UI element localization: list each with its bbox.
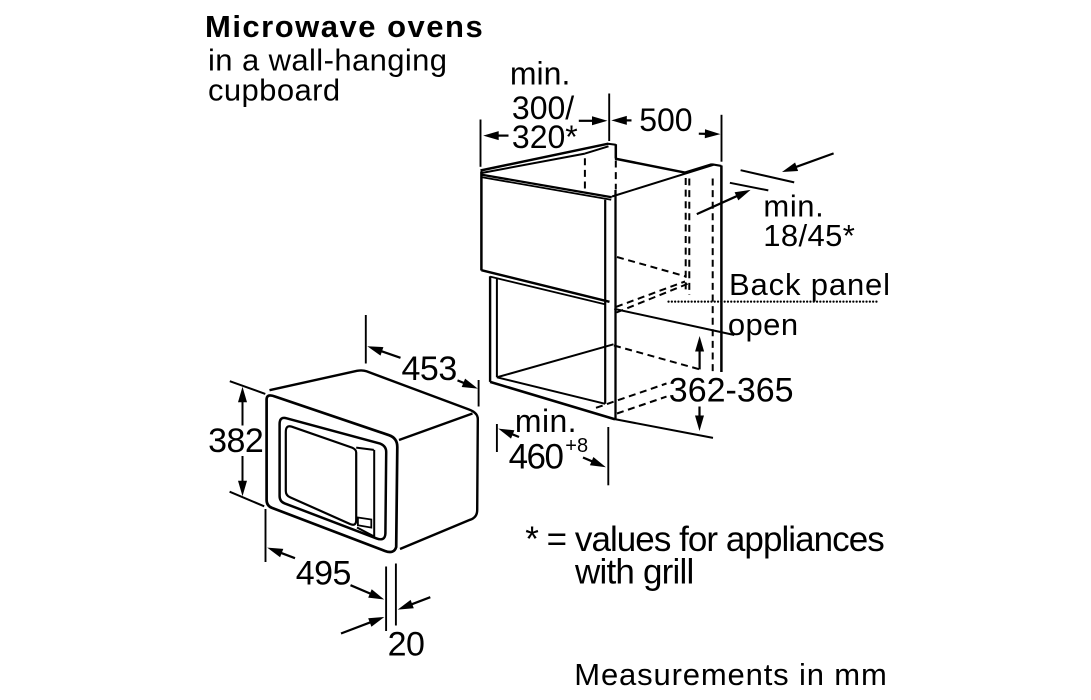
svg-text:300/: 300/ (512, 90, 574, 126)
svg-text:Measurements in mm: Measurements in mm (574, 657, 887, 692)
svg-text:min.: min. (510, 55, 570, 91)
svg-text:cupboard: cupboard (208, 73, 340, 108)
svg-text:495: 495 (296, 554, 351, 592)
svg-text:* = values for appliances: * = values for appliances (525, 520, 884, 559)
svg-text:min.: min. (763, 189, 824, 224)
svg-text:with grill: with grill (574, 552, 693, 591)
svg-text:320*: 320* (512, 119, 578, 155)
svg-text:460: 460 (509, 438, 564, 477)
svg-text:in a wall-hanging: in a wall-hanging (208, 43, 447, 78)
svg-text:18/45*: 18/45* (763, 218, 855, 253)
svg-text:362-365: 362-365 (669, 371, 794, 409)
svg-text:Microwave ovens: Microwave ovens (205, 9, 484, 44)
svg-text:453: 453 (402, 350, 457, 388)
svg-text:382: 382 (208, 422, 263, 460)
svg-text:500: 500 (639, 102, 692, 138)
svg-text:open: open (728, 307, 799, 342)
svg-text:min.: min. (515, 403, 577, 439)
svg-text:+8: +8 (565, 435, 588, 457)
svg-text:20: 20 (388, 626, 425, 664)
svg-text:Back panel: Back panel (729, 267, 891, 302)
